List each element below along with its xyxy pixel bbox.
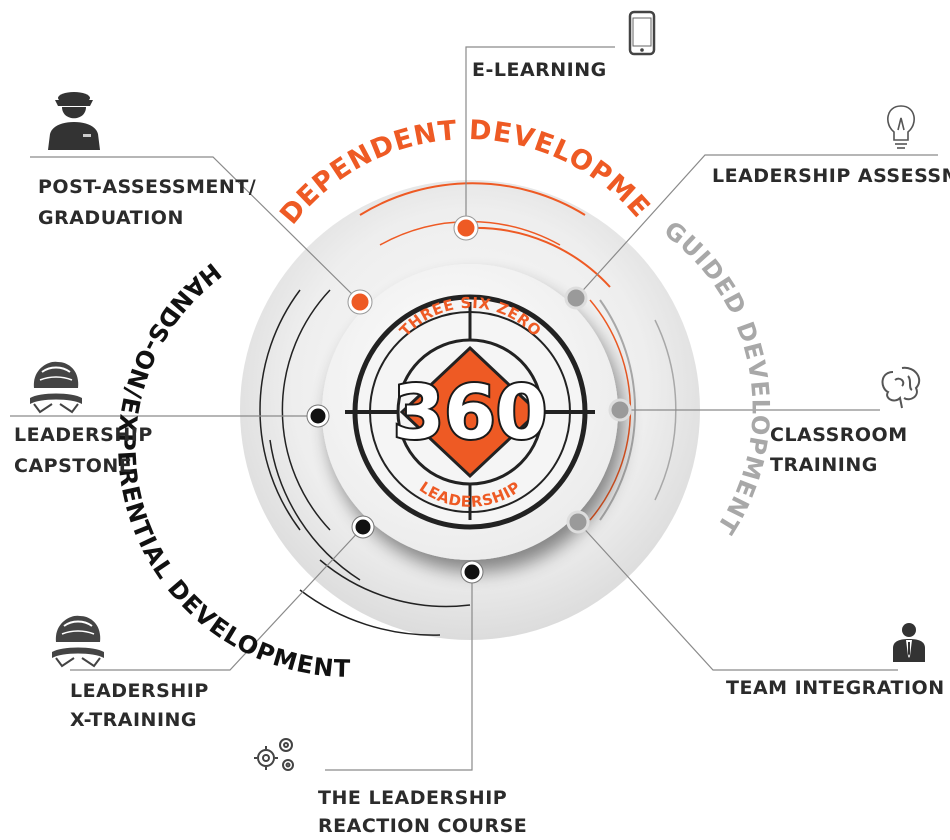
label-post-assessment-line1: POST-ASSESSMENT/ [38, 176, 256, 198]
logo-360: THREE SIX ZERO LEADERSHIP 360 [345, 294, 595, 530]
helmet-icon [30, 361, 82, 414]
helmet-icon [52, 615, 104, 668]
lightbulb-icon [887, 105, 915, 149]
label-classroom-line1: CLASSROOM [770, 424, 908, 446]
node-dots [306, 215, 632, 584]
label-leadership-assessment: LEADERSHIP ASSESSMENT [712, 165, 950, 187]
gears-icon [254, 738, 294, 771]
label-x-training-line2: X-TRAINING [70, 709, 197, 731]
label-capstone-line2: CAPSTONE [14, 455, 132, 477]
node-reaction-course[interactable] [461, 561, 483, 583]
node-team-integration[interactable] [566, 510, 590, 534]
officer-icon [48, 92, 100, 150]
node-x-training[interactable] [352, 516, 374, 538]
node-classroom-training[interactable] [608, 398, 632, 422]
label-reaction-line2: REACTION COURSE [318, 815, 527, 837]
label-reaction-line1: THE LEADERSHIP [318, 787, 507, 809]
label-x-training-line1: LEADERSHIP [70, 680, 209, 702]
label-e-learning: E-LEARNING [472, 59, 607, 81]
logo-number: 360 [393, 370, 547, 456]
label-team-integration: TEAM INTEGRATION [726, 677, 945, 699]
node-leadership-assessment[interactable] [564, 286, 588, 310]
phone-icon [628, 10, 656, 56]
node-post-assessment[interactable] [348, 290, 372, 314]
label-capstone-line1: LEADERSHIP [14, 424, 153, 446]
label-classroom-line2: TRAINING [770, 454, 878, 476]
businessman-icon [893, 623, 925, 662]
node-capstone[interactable] [307, 405, 329, 427]
label-post-assessment-line2: GRADUATION [38, 207, 184, 229]
node-e-learning[interactable] [454, 216, 478, 240]
brain-icon [881, 366, 921, 409]
connector-lines [10, 46, 938, 771]
